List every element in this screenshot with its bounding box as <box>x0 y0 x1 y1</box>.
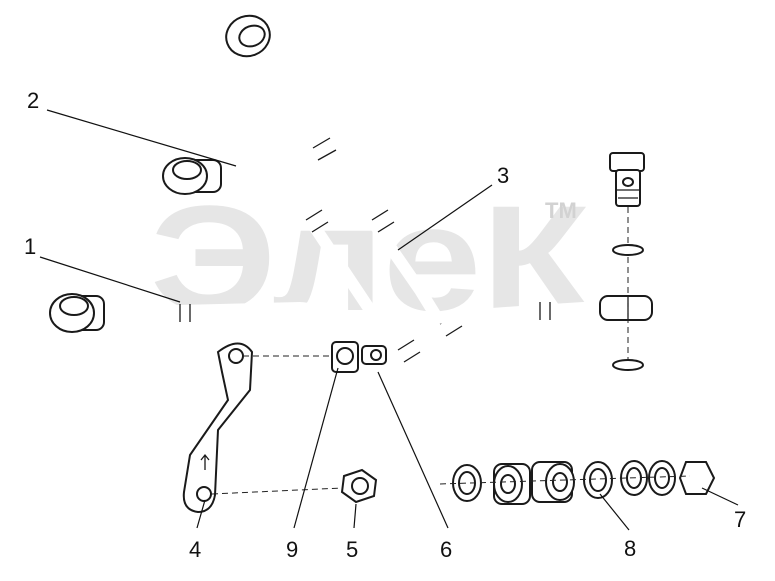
callout-6: 6 <box>440 537 452 562</box>
banjo-fitting-left-lower <box>49 293 105 333</box>
pipe-end-fitting-right <box>599 295 653 321</box>
callout-5: 5 <box>346 537 358 562</box>
bolt-7-head <box>678 461 716 495</box>
washer-lower <box>612 359 644 371</box>
clamp-9 <box>331 341 359 373</box>
pipe-2 <box>209 166 496 476</box>
clamp-bolt-6 <box>361 345 387 365</box>
nut-5 <box>340 468 378 504</box>
callout-3: 3 <box>497 163 509 188</box>
callout-1: 1 <box>24 234 36 259</box>
callout-8: 8 <box>624 536 636 561</box>
washer-upper <box>612 244 644 256</box>
callout-9: 9 <box>286 537 298 562</box>
lower-right-fitting-group <box>439 460 716 505</box>
callout-labels: 1 2 3 4 5 6 7 8 9 <box>24 88 746 562</box>
callout-4: 4 <box>189 537 201 562</box>
watermark-trademark: TM <box>545 198 577 223</box>
banjo-bolt-upper-right <box>609 152 645 371</box>
banjo-fitting-top <box>225 14 271 58</box>
bracket-4 <box>182 342 343 514</box>
pipe-1 <box>89 300 621 332</box>
callout-2: 2 <box>27 88 39 113</box>
leader-lines <box>39 109 739 531</box>
banjo-fitting-left-upper <box>162 157 222 195</box>
callout-7: 7 <box>734 507 746 532</box>
